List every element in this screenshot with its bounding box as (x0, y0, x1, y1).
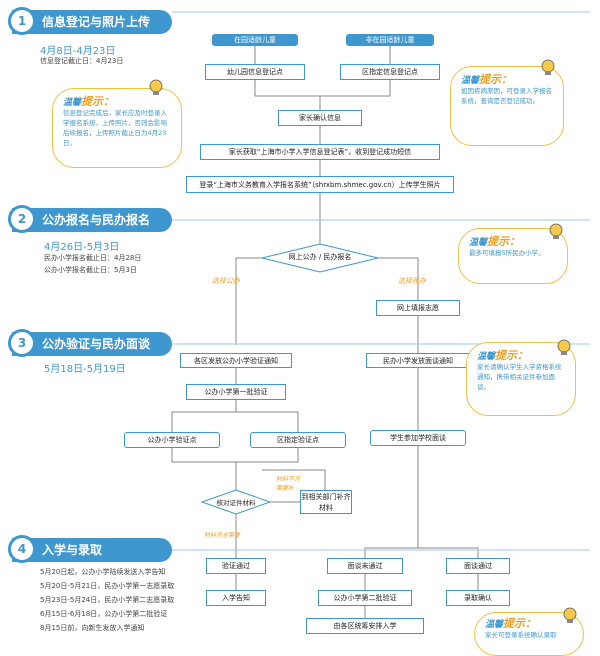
tip-text: 家长请确认学生入学资格系统通知，携带相关证件参加面谈。 (477, 363, 562, 391)
tip-title-strong: 提示： (495, 349, 529, 362)
kindergarten-point-box: 幼儿园信息登记点 (205, 64, 305, 80)
tip-bubble-4: 温馨提示： 家长请确认学生入学资格系统通知，携带相关证件参加面谈。 (466, 342, 576, 416)
section-dates: 4月8日-4月23日 (40, 46, 116, 57)
public-first-verify-box: 公办小学第一批验证 (186, 384, 286, 400)
section-info: 公办小学报名截止日：5月3日 (44, 266, 137, 274)
section-title: 公办报名与民办报名 (42, 213, 151, 227)
section-number: 3 (8, 329, 36, 357)
section-info: 5月20日-5月21日，民办小学第一志愿录取 (40, 582, 175, 590)
section-banner-2: 2 公办报名与民办报名 (8, 205, 172, 233)
interview-fail-box: 面谈未通过 (327, 558, 403, 574)
section-dates: 4月26日-5月3日 (44, 242, 120, 253)
verify-pass-box: 验证通过 (206, 558, 266, 574)
tip-bubble-5: 温馨提示： 家长可登录系统确认录取 (474, 612, 584, 656)
tip-text: 如因疾病原因，可登录入学报名系统，查询是否登记成功。 (461, 87, 552, 105)
docs-complete-tag: 材料齐全需要 (204, 532, 241, 539)
section-info: 8月15日前，向新生发放入学通知 (40, 624, 145, 632)
tip-text: 最多可填报5所民办小学。 (469, 249, 545, 257)
section-info: 5月23日-5月24日，民办小学第二志愿录取 (40, 596, 175, 604)
section-title: 公办验证与民办面谈 (42, 337, 151, 351)
parent-confirm-box: 家长确认信息 (278, 110, 362, 126)
private-notice-box: 民办小学发放面谈通知 (366, 353, 470, 368)
apply-diamond (261, 243, 379, 273)
section-number: 2 (8, 205, 36, 233)
tip-title-strong: 提示： (479, 73, 513, 86)
tip-bubble-1: 温馨提示： 信息登记完成后，家长应及时登录入学报名系统，上传照片，否则会影响后续… (52, 88, 182, 168)
tip-title: 温馨 (469, 238, 488, 248)
in-kindergarten-box: 在园适龄儿童 (212, 34, 298, 46)
tip-title: 温馨 (485, 620, 504, 630)
interview-pass-box: 面谈通过 (446, 558, 510, 574)
tip-bubble-2: 温馨提示： 如因疾病原因，可登录入学报名系统，查询是否登记成功。 (450, 66, 564, 146)
lightbulb-icon (563, 607, 577, 623)
tip-title: 温馨 (63, 98, 82, 108)
public-notice-box: 各区发放公办小学验证通知 (180, 353, 292, 368)
lightbulb-icon (149, 79, 163, 95)
upload-photo-box: 登录“上海市义务教育入学报名系统”（shrxbm.shmec.gov.cn）上传… (186, 176, 454, 193)
dept-supply-box: 到相关部门补齐材料 (300, 490, 352, 514)
district-point-box: 区指定信息登记点 (340, 64, 440, 80)
district-arrange-box: 由各区统筹安排入学 (306, 618, 424, 634)
section-banner-3: 3 公办验证与民办面谈 (8, 329, 172, 357)
section-info: 5月20日起，公办小学陆续发送入学告知 (40, 568, 166, 576)
lightbulb-icon (541, 59, 555, 75)
tip-text: 家长可登录系统确认录取 (485, 631, 557, 639)
lightbulb-icon (557, 339, 571, 355)
public-verify-point-box: 公办小学验证点 (124, 432, 220, 448)
section-banner-1: 1 信息登记与照片上传 (8, 7, 172, 35)
tip-title-strong: 提示： (487, 235, 521, 248)
fill-private-box: 网上填报志愿 (376, 300, 460, 316)
choose-public-tag: 选择公办 (212, 277, 240, 285)
tip-text: 信息登记完成后，家长应及时登录入学报名系统，上传照片，否则会影响后续报名，上传照… (63, 109, 167, 147)
check-docs-diamond (200, 489, 272, 515)
tip-title: 温馨 (461, 76, 480, 86)
enroll-confirm-box: 录取确认 (446, 590, 510, 606)
section-banner-4: 4 入学与录取 (8, 535, 172, 563)
check-docs-label: 核对证件材料 (216, 499, 256, 507)
lightbulb-icon (549, 223, 563, 239)
not-in-kindergarten-box: 非在园适龄儿童 (346, 34, 434, 46)
obtain-form-box: 家长获取“上海市小学入学信息登记表”，收到登记成功短信 (200, 144, 440, 160)
admit-notice-box: 入学告知 (206, 590, 266, 606)
public-second-verify-box: 公办小学第二批验证 (318, 590, 412, 606)
docs-incomplete-tag: 材料不齐需要补 (276, 476, 301, 492)
section-number: 4 (8, 535, 36, 563)
tip-title-strong: 提示： (81, 95, 115, 108)
district-verify-point-box: 区指定验证点 (250, 432, 346, 448)
section-info: 民办小学报名截止日：4月28日 (44, 254, 142, 262)
tip-bubble-3: 温馨提示： 最多可填报5所民办小学。 (458, 228, 568, 284)
section-number: 1 (8, 7, 36, 35)
apply-label: 网上公办 / 民办报名 (288, 253, 352, 261)
section-info: 信息登记截止日：4月23日 (40, 57, 124, 65)
section-info: 6月15日-6月18日，公办小学第二批验证 (40, 610, 168, 618)
tip-title: 温馨 (477, 352, 496, 362)
tip-title-strong: 提示： (503, 617, 537, 630)
section-title: 信息登记与照片上传 (42, 15, 151, 29)
interview-box: 学生参加学校面谈 (370, 430, 466, 446)
section-title: 入学与录取 (42, 543, 103, 557)
choose-private-tag: 选择民办 (398, 277, 426, 285)
section-dates: 5月18日-5月19日 (44, 364, 126, 375)
